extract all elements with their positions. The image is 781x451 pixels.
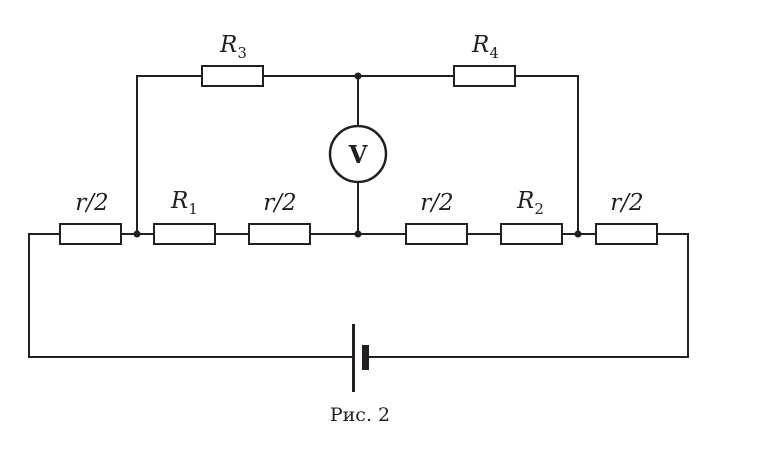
label-r4: R4 [471,32,499,62]
labels: R3 R4 r/2 R1 r/2 r/2 R2 r/2 [75,32,643,218]
voltmeter-symbol: V [348,140,368,169]
junction-node [574,230,582,238]
wire-right-loop [365,233,689,358]
label-r2: R2 [516,188,544,218]
label-r3: R3 [219,32,247,62]
label-r1: R1 [170,188,198,218]
resistor-r-half-2 [248,223,311,245]
wires [28,75,689,358]
junction-node [133,230,141,238]
resistor-r3 [201,65,264,87]
battery-icon [352,324,369,392]
battery-short-plate [362,345,369,370]
resistors [59,65,658,245]
battery-long-plate [352,324,355,392]
wire-left-loop [28,233,353,358]
label-r-half-2: r/2 [263,190,296,216]
junctions [133,72,582,238]
junction-node [354,72,362,80]
junction-node [354,230,362,238]
resistor-r4 [453,65,516,87]
voltmeter-circle [328,124,388,184]
figure-caption-wrap: Рис. 2 [290,404,430,421]
voltmeter: V [328,124,388,184]
resistor-r2 [500,223,563,245]
resistor-r-half-3 [405,223,468,245]
resistor-r-half-4 [595,223,658,245]
figure-caption: Рис. 2 [329,404,391,421]
resistor-r1 [153,223,216,245]
label-r-half-3: r/2 [420,190,453,216]
resistor-r-half-1 [59,223,122,245]
label-r-half-4: r/2 [610,190,643,216]
label-r-half-1: r/2 [75,190,108,216]
